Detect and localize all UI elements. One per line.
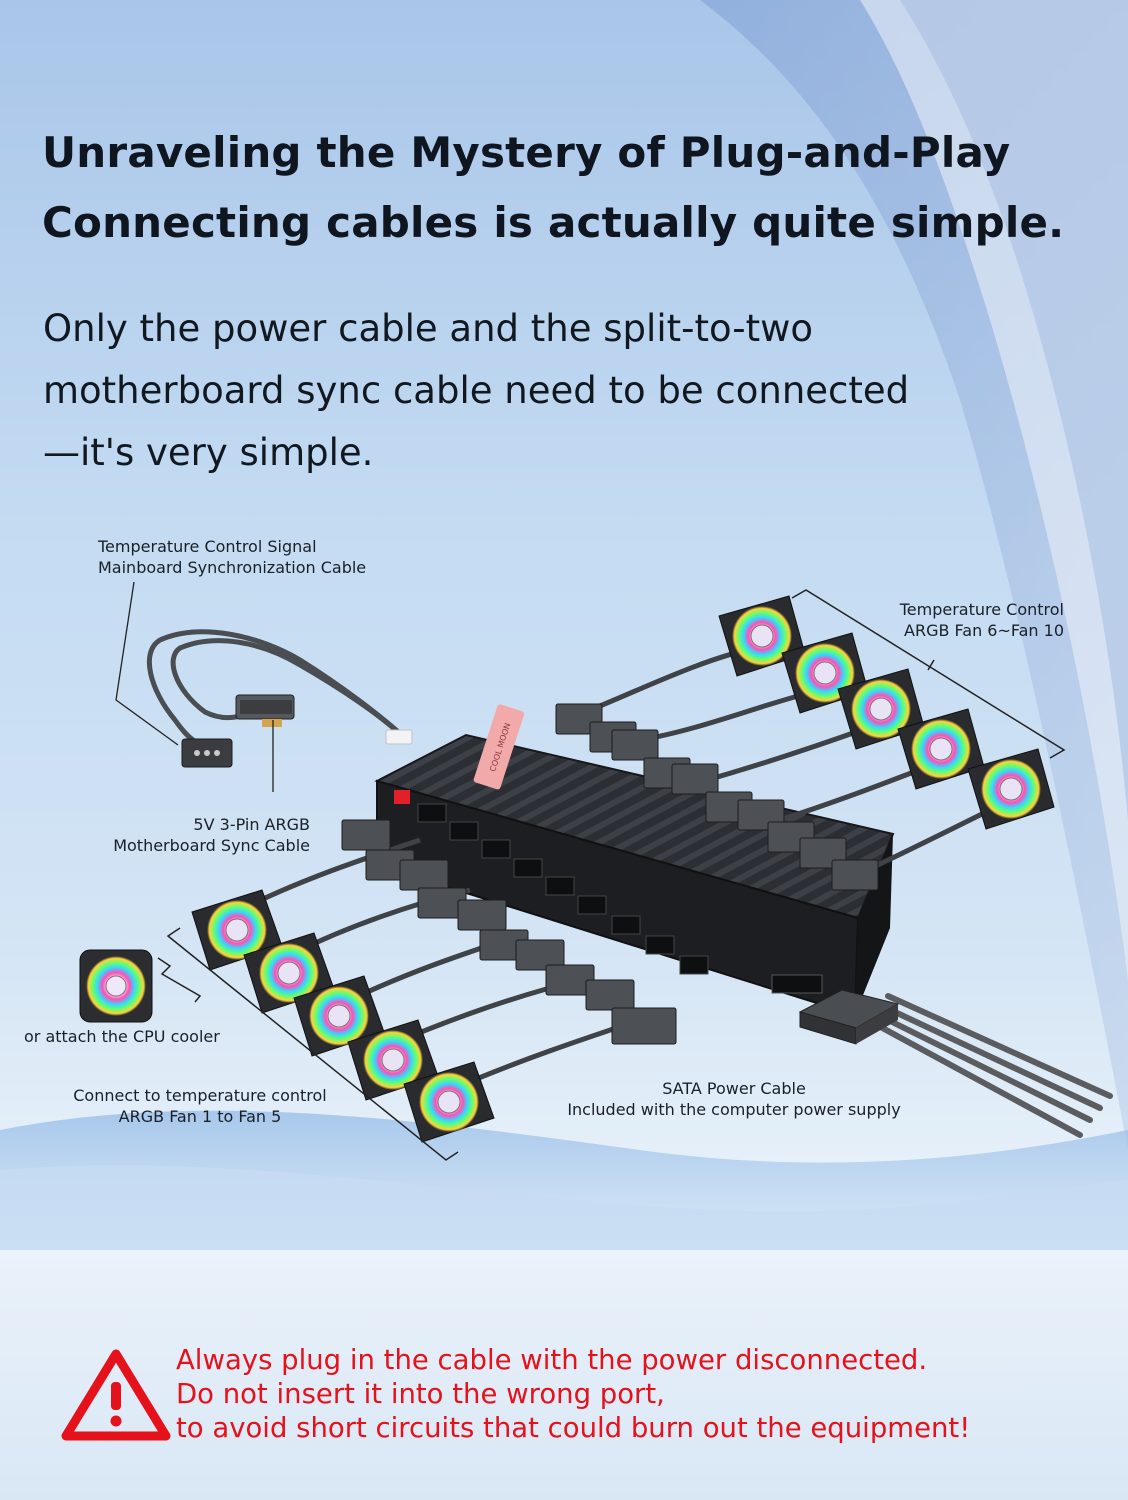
label-argb-sync: 5V 3-Pin ARGB Motherboard Sync Cable xyxy=(60,814,310,856)
sync-plug-white xyxy=(385,729,413,745)
label-cpu-cooler: or attach the CPU cooler xyxy=(24,1027,220,1046)
warning-line-3: to avoid short circuits that could burn … xyxy=(176,1412,971,1444)
fan-left-4 xyxy=(347,1019,439,1101)
label-fans-left-line1: Connect to temperature control xyxy=(73,1086,327,1105)
heading-line-2: Connecting cables is actually quite simp… xyxy=(42,198,1065,247)
fan-right-9 xyxy=(897,708,985,790)
sata-cable xyxy=(861,993,1113,1138)
sata-connector xyxy=(798,989,900,1045)
bracket-left xyxy=(166,927,459,1161)
fan-right-10 xyxy=(967,748,1055,830)
sync-connector-3pin xyxy=(181,738,233,768)
cpu-cooler-fan-icon xyxy=(79,949,153,1023)
warning-line-1: Always plug in the cable with the power … xyxy=(176,1344,928,1376)
label-fans-left: Connect to temperature control ARGB Fan … xyxy=(40,1085,360,1127)
fan-left-5 xyxy=(403,1061,495,1143)
hub-sata-port xyxy=(771,974,823,994)
warning-line-2: Do not insert it into the wrong port, xyxy=(176,1378,665,1410)
label-sata-line2: Included with the computer power supply xyxy=(567,1100,901,1119)
warning-triangle-icon xyxy=(61,1349,171,1441)
intro-text: Only the power cable and the split-to-tw… xyxy=(43,307,910,474)
label-fans-right: Temperature Control ARGB Fan 6~Fan 10 xyxy=(820,599,1064,641)
label-sata-line1: SATA Power Cable xyxy=(662,1079,806,1098)
fan-left-3 xyxy=(293,975,385,1057)
label-sync-cable-line2: Mainboard Synchronization Cable xyxy=(98,558,367,577)
fan-connectors-left xyxy=(341,819,677,1045)
hub-switch xyxy=(394,790,410,804)
warning-text: Always plug in the cable with the power … xyxy=(176,1343,970,1445)
label-fans-left-line2: ARGB Fan 1 to Fan 5 xyxy=(118,1107,282,1126)
bracket-right xyxy=(791,589,1066,759)
hub: COOL MOON xyxy=(374,704,895,1017)
argb-connector xyxy=(235,694,295,727)
cpu-cooler-bracket xyxy=(157,957,202,1003)
label-sync-cable-line1: Temperature Control Signal xyxy=(98,537,317,556)
sync-callout-lines xyxy=(115,581,274,792)
label-fans-right-line2: ARGB Fan 6~Fan 10 xyxy=(904,621,1064,640)
bracket-right-tick xyxy=(927,659,935,671)
label-argb-sync-line1: 5V 3-Pin ARGB xyxy=(193,815,310,834)
heading-line-1: Unraveling the Mystery of Plug-and-Play xyxy=(42,128,1011,177)
label-sata: SATA Power Cable Included with the compu… xyxy=(540,1078,928,1120)
sync-cable xyxy=(146,629,408,745)
label-argb-sync-line2: Motherboard Sync Cable xyxy=(113,836,310,855)
label-fans-right-line1: Temperature Control xyxy=(899,600,1064,619)
fan-connectors-right xyxy=(555,703,879,891)
label-sync-cable: Temperature Control Signal Mainboard Syn… xyxy=(98,536,366,578)
